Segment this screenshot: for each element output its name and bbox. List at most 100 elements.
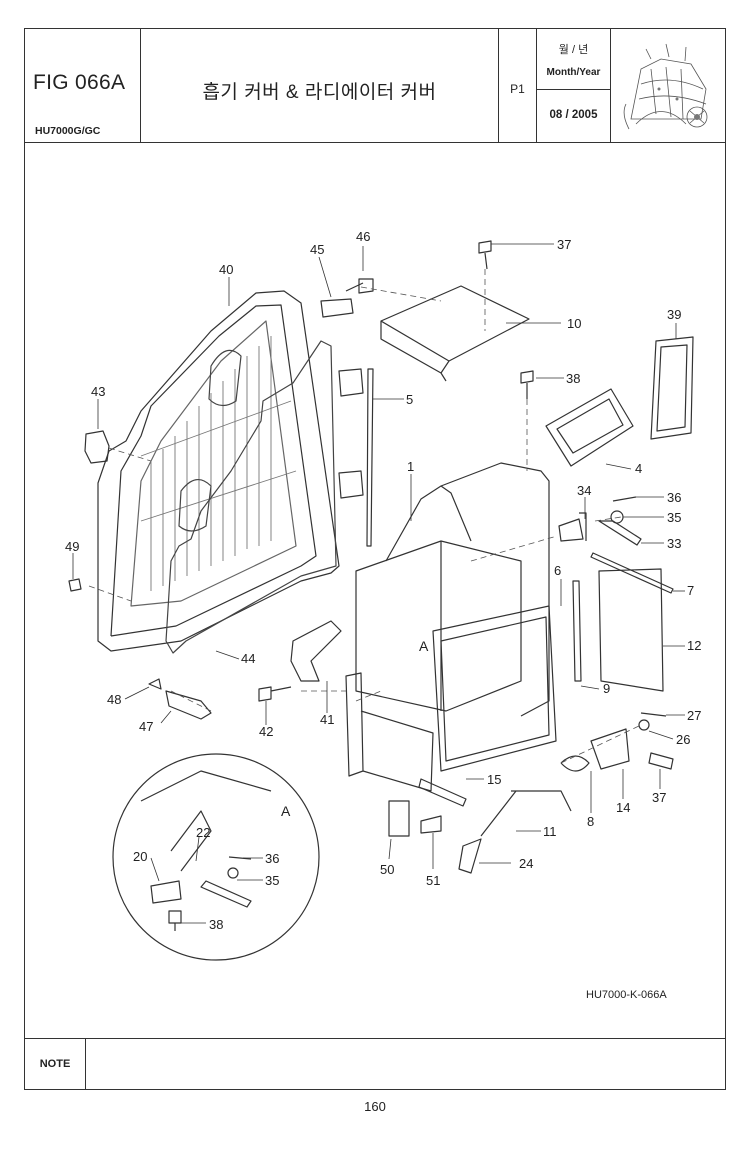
intake-screen-mesh	[140, 336, 297, 591]
part-37b-bolt	[648, 752, 674, 770]
label-38: 38	[566, 371, 580, 386]
title-cell: 흡기 커버 & 라디에이터 커버	[141, 29, 499, 142]
label-43: 43	[91, 384, 105, 399]
label-36: 36	[667, 490, 681, 505]
label-46: 46	[356, 229, 370, 244]
label-22: 22	[196, 825, 210, 840]
label-15: 15	[487, 772, 501, 787]
label-49: 49	[65, 539, 79, 554]
label-33: 33	[667, 536, 681, 551]
month-year-divider	[537, 89, 610, 90]
part-37-bolt	[478, 240, 492, 270]
figure-code: FIG 066A	[33, 71, 126, 94]
part-1-housing-lower	[345, 672, 434, 792]
part-48-clip	[148, 678, 162, 690]
page-title: 흡기 커버 & 라디에이터 커버	[202, 82, 437, 103]
part-26-washer	[638, 719, 650, 731]
part-15-strip	[418, 778, 467, 807]
part-46-bolt	[345, 278, 374, 294]
part-12-panel	[598, 568, 664, 692]
parts-drawing: 37 46 45 40 10 38 39 5 43 1 4 34 36 35 3…	[65, 229, 701, 1001]
label-6: 6	[554, 563, 561, 578]
label-10: 10	[567, 316, 581, 331]
part-47-pin	[165, 690, 212, 720]
part-40-intake-cover-frame	[97, 290, 340, 652]
month-year-english: Month/Year	[546, 67, 601, 78]
detail-a-circle	[112, 753, 320, 961]
part-49-nut	[68, 578, 82, 592]
part-10-bracket	[380, 285, 530, 382]
part-20-plate	[150, 880, 182, 904]
part-6-seal	[432, 605, 557, 772]
label-50: 50	[380, 862, 394, 877]
part-51-bolt	[420, 815, 442, 834]
label-39: 39	[667, 307, 681, 322]
label-5: 5	[406, 392, 413, 407]
part-39-gasket	[650, 336, 694, 440]
part-24-grip	[458, 838, 482, 874]
label-42: 42	[259, 724, 273, 739]
label-1: 1	[407, 459, 414, 474]
model-code: HU7000G/GC	[35, 125, 101, 137]
exploded-parts-diagram: 37 46 45 40 10 38 39 5 43 1 4 34 36 35 3…	[25, 142, 725, 1039]
label-9: 9	[603, 681, 610, 696]
part-41-handle	[290, 620, 342, 682]
label-48: 48	[107, 692, 121, 707]
part-hinge-plate-low	[338, 470, 364, 499]
label-34: 34	[577, 483, 591, 498]
detail-marker-a: A	[419, 638, 429, 654]
part-36-pin	[612, 496, 637, 502]
part-1-housing-box	[355, 540, 522, 712]
logo-cell	[611, 29, 725, 142]
part-7-strip	[590, 552, 674, 594]
label-8: 8	[587, 814, 594, 829]
label-44: 44	[241, 651, 255, 666]
label-12: 12	[687, 638, 701, 653]
label-14: 14	[616, 800, 630, 815]
label-35: 35	[667, 510, 681, 525]
part-43-latch	[84, 430, 110, 464]
part-22-rod	[200, 880, 252, 908]
label-35-detail: 35	[265, 873, 279, 888]
label-24: 24	[519, 856, 533, 871]
drawing-frame: FIG 066A HU7000G/GC 흡기 커버 & 라디에이터 커버 P1 …	[24, 28, 726, 1090]
label-51: 51	[426, 873, 440, 888]
part-38b-bolt	[168, 910, 182, 931]
harvester-logo-icon	[623, 43, 708, 130]
label-38-detail: 38	[209, 917, 223, 932]
label-26: 26	[676, 732, 690, 747]
part-42-bolt	[258, 686, 292, 702]
part-38-bolt	[520, 370, 534, 399]
page-label-cell: P1	[499, 29, 537, 142]
part-14-bracket	[590, 728, 630, 770]
label-41: 41	[320, 712, 334, 727]
label-37: 37	[557, 237, 571, 252]
label-36-detail: 36	[265, 851, 279, 866]
part-11-lever	[480, 790, 572, 837]
revision-date: 08 / 2005	[549, 109, 598, 121]
label-20: 20	[133, 849, 147, 864]
part-33-rod	[598, 520, 642, 546]
page-label: P1	[510, 82, 525, 96]
part-1-housing-frame	[385, 462, 550, 717]
part-27-pin	[640, 712, 667, 717]
part-36b-pin	[228, 856, 252, 860]
part-44-seal	[165, 340, 337, 654]
label-7: 7	[687, 583, 694, 598]
note-label: NOTE	[25, 1039, 86, 1089]
label-45: 45	[310, 242, 324, 257]
part-45-hinge-plate	[320, 298, 354, 318]
part-50-lock	[388, 800, 410, 837]
detail-marker-a-circle: A	[281, 803, 291, 819]
part-hinge-plate-mid	[338, 368, 364, 397]
part-35b-washer	[227, 867, 239, 879]
part-4-gasket	[545, 388, 634, 467]
note-row: NOTE	[25, 1039, 725, 1089]
month-year-korean: 월 / 년	[558, 44, 589, 56]
title-block: FIG 066A HU7000G/GC 흡기 커버 & 라디에이터 커버 P1 …	[25, 29, 725, 143]
label-4: 4	[635, 461, 642, 476]
label-40: 40	[219, 262, 233, 277]
part-34-bracket	[558, 512, 587, 542]
month-year-cell: 월 / 년 Month/Year 08 / 2005	[537, 29, 611, 142]
part-8-spring	[560, 755, 590, 772]
